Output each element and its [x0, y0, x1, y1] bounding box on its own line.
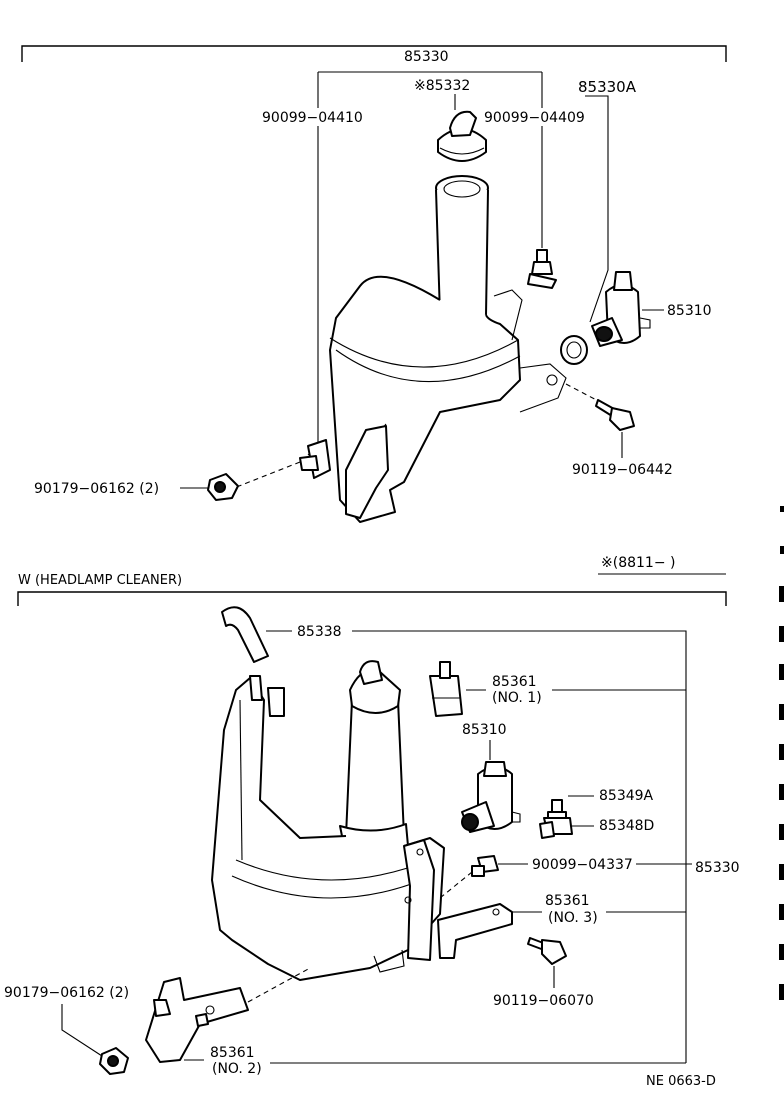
- clip-left-leader: [307, 72, 319, 456]
- bottom-clip-part: [471, 855, 499, 877]
- bottom-clip-path: [439, 871, 473, 899]
- pump-seal-leader: [585, 95, 609, 323]
- top-pump-label: 85310: [667, 303, 712, 319]
- top-cap-part: [437, 110, 487, 162]
- bottom-nut-leader: [61, 1004, 103, 1057]
- top-clip-left-part: [299, 439, 331, 479]
- bottom-nut-label: 90179−06162 (2): [4, 985, 129, 1001]
- valve-1-label: 85361: [492, 674, 537, 690]
- edge-scan-marks: [779, 506, 784, 1000]
- top-bolt-label: 90119−06442: [572, 462, 673, 478]
- pump-seal-label: 85330A: [578, 78, 637, 96]
- bottom-bolt-label: 90119−06070: [493, 993, 594, 1009]
- bottom-assembly-label: 85330: [695, 860, 740, 876]
- bottom-section-bracket: [17, 591, 727, 606]
- bottom-tank-part: [211, 660, 445, 981]
- joint-a-label: 85349A: [599, 788, 654, 804]
- bracket-3-sublabel: (NO. 3): [548, 910, 598, 926]
- bottom-pump-label: 85310: [462, 722, 507, 738]
- figure-code: NE 0663-D: [646, 1074, 716, 1089]
- top-nut-label: 90179−06162 (2): [34, 481, 159, 497]
- bottom-hose-part: [221, 606, 269, 663]
- top-clip-right-part: [527, 249, 557, 289]
- top-assembly-label: 85330: [404, 49, 449, 65]
- top-tank-part: [329, 175, 567, 523]
- joint-d-label: 85348D: [599, 818, 654, 834]
- bracket-2-sublabel: (NO. 2): [212, 1061, 262, 1077]
- top-bolt-path: [565, 383, 605, 405]
- clip-left-label: 90099−04410: [262, 110, 363, 126]
- cap-label: ※85332: [414, 78, 470, 94]
- applicability-note: ※(8811− ): [601, 555, 675, 571]
- clip-right-label: 90099−04409: [484, 110, 585, 126]
- top-assembly-bracket: [21, 45, 727, 62]
- bracket-3-label: 85361: [545, 893, 590, 909]
- bottom-valve-1-part: [429, 661, 463, 717]
- bottom-clip-label: 90099−04337: [532, 857, 633, 873]
- bracket-2-label: 85361: [210, 1045, 255, 1061]
- bottom-pump-part: [461, 761, 521, 833]
- bottom-bracket-2-part: [145, 977, 249, 1063]
- bottom-bracket-2-path: [247, 967, 311, 1003]
- hose-assembly-leader: [352, 630, 687, 1063]
- top-nut-path: [233, 461, 301, 489]
- top-bolt-part: [595, 399, 635, 431]
- top-pump-part: [591, 271, 651, 347]
- bottom-bracket-3-part: [437, 903, 513, 959]
- valve-1-sublabel: (NO. 1): [492, 690, 542, 706]
- top-nut-part: [207, 473, 239, 501]
- bottom-bolt-part: [527, 937, 567, 965]
- bottom-nut-part: [99, 1047, 129, 1075]
- section-title: W (HEADLAMP CLEANER): [18, 573, 182, 588]
- hose-label: 85338: [297, 624, 342, 640]
- bottom-joint-d-part: [539, 817, 573, 839]
- top-pump-seal-part: [560, 335, 588, 365]
